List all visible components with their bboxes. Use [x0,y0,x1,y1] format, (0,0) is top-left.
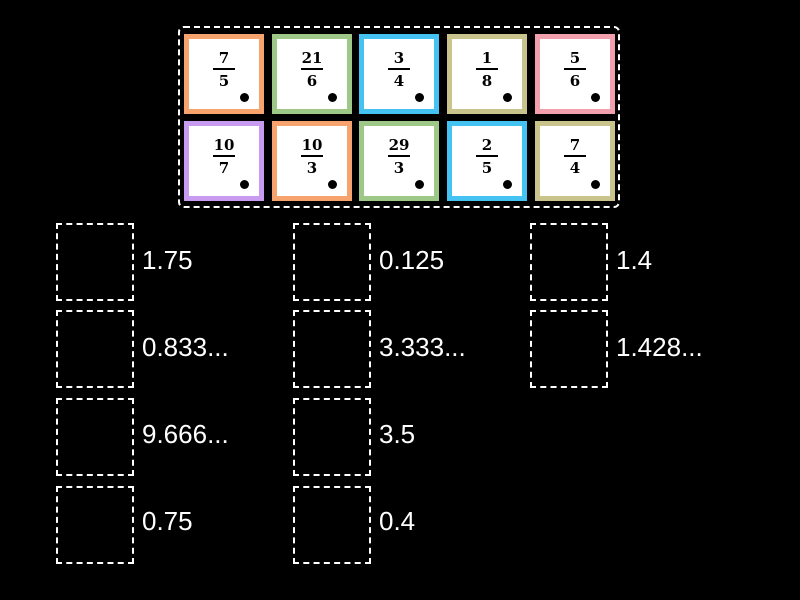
denominator: 5 [481,159,493,177]
denominator: 3 [306,159,318,177]
fraction-bar [476,68,498,70]
drop-slot[interactable] [530,310,608,388]
fraction-card[interactable]: 10 3 [272,121,352,201]
drag-dot-icon [240,93,249,102]
denominator: 4 [569,159,581,177]
drag-dot-icon [591,180,600,189]
drop-slot[interactable] [293,398,371,476]
drag-dot-icon [591,93,600,102]
denominator: 5 [218,72,230,90]
numerator: 10 [213,136,235,154]
drag-dot-icon [328,93,337,102]
denominator: 7 [218,159,230,177]
target-label: 0.833... [142,332,229,362]
fraction: 7 5 [189,49,259,90]
fraction-card[interactable]: 21 6 [272,34,352,114]
fraction-card[interactable]: 10 7 [184,121,264,201]
fraction-card[interactable]: 7 4 [535,121,615,201]
numerator: 21 [301,49,323,67]
numerator: 29 [388,136,410,154]
fraction-card[interactable]: 2 5 [447,121,527,201]
fraction-bar [301,155,323,157]
denominator: 4 [393,72,405,90]
target-label: 1.4 [616,245,653,275]
fraction: 21 6 [277,49,347,90]
fraction: 29 3 [364,136,434,177]
card-tray [178,26,620,208]
fraction-bar [476,155,498,157]
drag-dot-icon [503,180,512,189]
numerator: 2 [481,136,493,154]
numerator: 5 [569,49,581,67]
denominator: 6 [306,72,318,90]
fraction: 3 4 [364,49,434,90]
fraction-bar [388,68,410,70]
fraction-card[interactable]: 5 6 [535,34,615,114]
numerator: 7 [218,49,230,67]
target-label: 3.333... [379,332,466,362]
denominator: 3 [393,159,405,177]
drag-dot-icon [240,180,249,189]
target-label: 1.75 [142,245,193,275]
drag-dot-icon [503,93,512,102]
fraction-card[interactable]: 29 3 [359,121,439,201]
target-label: 3.5 [379,419,416,449]
fraction-bar [301,68,323,70]
drop-slot[interactable] [56,486,134,564]
drop-slot[interactable] [293,223,371,301]
fraction: 1 8 [452,49,522,90]
numerator: 10 [301,136,323,154]
drop-slot[interactable] [56,398,134,476]
numerator: 3 [393,49,405,67]
fraction: 10 3 [277,136,347,177]
fraction-bar [388,155,410,157]
fraction-card[interactable]: 7 5 [184,34,264,114]
drop-slot[interactable] [293,486,371,564]
drop-slot[interactable] [56,310,134,388]
drag-dot-icon [328,180,337,189]
fraction: 5 6 [540,49,610,90]
drop-slot[interactable] [530,223,608,301]
drop-slot[interactable] [293,310,371,388]
drop-slot[interactable] [56,223,134,301]
denominator: 6 [569,72,581,90]
denominator: 8 [481,72,493,90]
fraction-bar [213,68,235,70]
fraction-bar [213,155,235,157]
drag-dot-icon [415,180,424,189]
drag-dot-icon [415,93,424,102]
target-label: 0.125 [379,245,445,275]
fraction-card[interactable]: 3 4 [359,34,439,114]
target-label: 1.428... [616,332,703,362]
fraction: 2 5 [452,136,522,177]
target-label: 0.4 [379,506,416,536]
fraction-card[interactable]: 1 8 [447,34,527,114]
fraction-bar [564,68,586,70]
target-label: 0.75 [142,506,193,536]
numerator: 1 [481,49,493,67]
fraction: 10 7 [189,136,259,177]
fraction: 7 4 [540,136,610,177]
numerator: 7 [569,136,581,154]
fraction-bar [564,155,586,157]
target-label: 9.666... [142,419,229,449]
